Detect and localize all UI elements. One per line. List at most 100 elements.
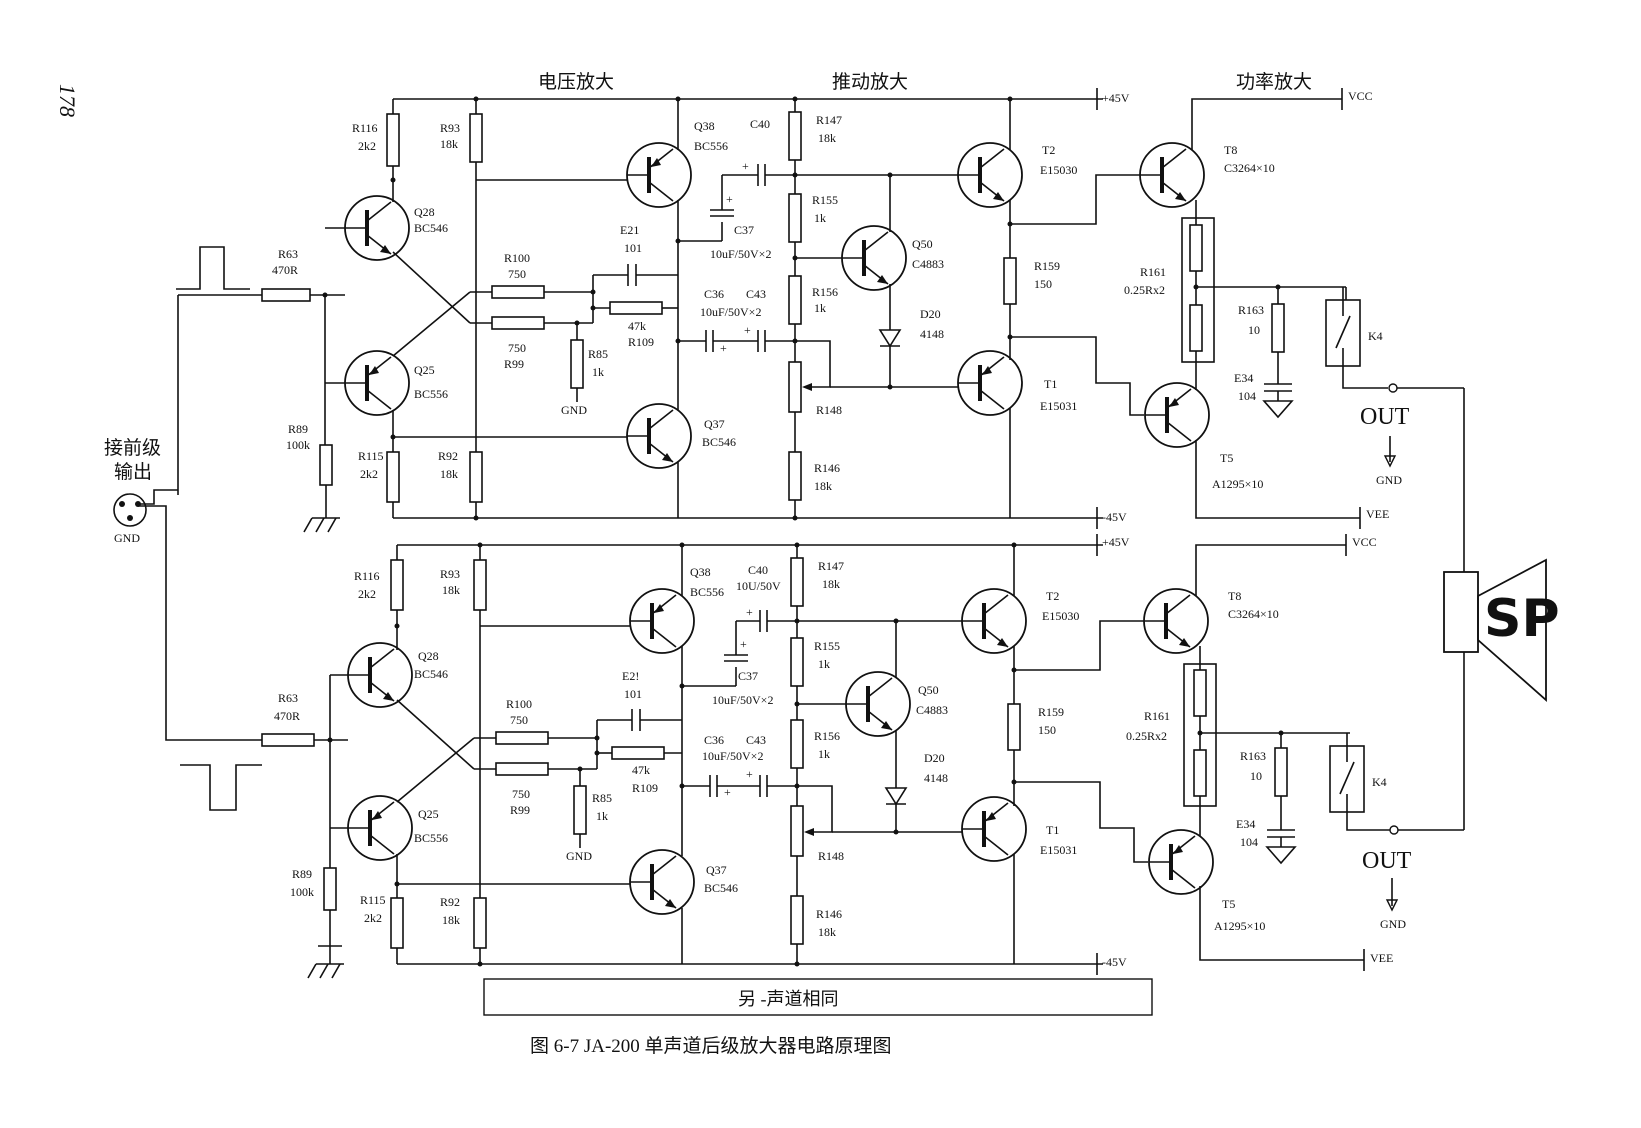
svg-text:T5: T5 (1222, 897, 1235, 911)
svg-text:R85: R85 (588, 347, 608, 361)
svg-text:R109: R109 (628, 335, 654, 349)
svg-text:+: + (742, 159, 749, 173)
section-power-amp: 功率放大 (1236, 71, 1312, 93)
svg-text:Q38: Q38 (694, 119, 715, 133)
svg-text:R92: R92 (438, 449, 458, 463)
svg-text:BC546: BC546 (704, 881, 738, 895)
svg-text:R147: R147 (818, 559, 844, 573)
svg-text:10U/50V: 10U/50V (736, 579, 781, 593)
svg-text:GND: GND (566, 849, 592, 863)
svg-text:C4883: C4883 (916, 703, 948, 717)
svg-text:+: + (740, 637, 747, 651)
svg-text:18k: 18k (442, 913, 460, 927)
svg-text:T1: T1 (1044, 377, 1057, 391)
svg-text:10uF/50V×2: 10uF/50V×2 (700, 305, 761, 319)
svg-text:R159: R159 (1038, 705, 1064, 719)
note-text: 另 -声道相同 (738, 989, 839, 1009)
svg-text:K4: K4 (1372, 775, 1387, 789)
svg-text:1k: 1k (818, 747, 830, 761)
svg-text:E15031: E15031 (1040, 843, 1077, 857)
svg-text:D20: D20 (924, 751, 945, 765)
svg-text:10uF/50V×2: 10uF/50V×2 (710, 247, 771, 261)
svg-text:1k: 1k (592, 365, 604, 379)
svg-text:2k2: 2k2 (358, 139, 376, 153)
svg-text:T5: T5 (1220, 451, 1233, 465)
svg-text:101: 101 (624, 687, 642, 701)
svg-text:150: 150 (1038, 723, 1056, 737)
svg-text:R93: R93 (440, 567, 460, 581)
svg-text:VEE: VEE (1370, 951, 1393, 965)
svg-text:1k: 1k (596, 809, 608, 823)
svg-text:E34: E34 (1234, 371, 1253, 385)
speaker: SP (1443, 388, 1560, 830)
svg-text:输出: 输出 (114, 461, 152, 483)
svg-text:1k: 1k (814, 301, 826, 315)
svg-text:R116: R116 (354, 569, 380, 583)
svg-text:BC556: BC556 (414, 387, 448, 401)
svg-text:R92: R92 (440, 895, 460, 909)
svg-text:10uF/50V×2: 10uF/50V×2 (712, 693, 773, 707)
input-connector: 接前级 输出 GND (104, 437, 179, 741)
svg-text:47k: 47k (632, 763, 650, 777)
svg-text:E15030: E15030 (1042, 609, 1079, 623)
svg-text:104: 104 (1240, 835, 1258, 849)
svg-text:10: 10 (1248, 323, 1260, 337)
svg-text:1k: 1k (814, 211, 826, 225)
svg-text:R156: R156 (814, 729, 840, 743)
svg-text:18k: 18k (818, 131, 836, 145)
svg-text:470R: 470R (274, 709, 300, 723)
svg-text:R148: R148 (816, 403, 842, 417)
svg-text:2k2: 2k2 (360, 467, 378, 481)
svg-text:R85: R85 (592, 791, 612, 805)
svg-text:C37: C37 (738, 669, 758, 683)
section-driver-amp: 推动放大 (832, 71, 908, 93)
svg-text:GND: GND (1380, 917, 1406, 931)
svg-text:R99: R99 (510, 803, 530, 817)
svg-text:R93: R93 (440, 121, 460, 135)
svg-text:Q37: Q37 (706, 863, 727, 877)
svg-text:R100: R100 (504, 251, 530, 265)
svg-text:+: + (720, 341, 727, 355)
svg-text:R156: R156 (812, 285, 838, 299)
svg-text:E15030: E15030 (1040, 163, 1077, 177)
svg-text:1k: 1k (818, 657, 830, 671)
svg-text:-45V: -45V (1102, 955, 1127, 969)
svg-text:0.25Rx2: 0.25Rx2 (1126, 729, 1167, 743)
svg-text:R116: R116 (352, 121, 378, 135)
svg-text:E21: E21 (620, 223, 639, 237)
svg-text:R161: R161 (1144, 709, 1170, 723)
svg-text:18k: 18k (442, 583, 460, 597)
svg-text:Q25: Q25 (414, 363, 435, 377)
svg-text:R147: R147 (816, 113, 842, 127)
svg-text:OUT: OUT (1360, 404, 1410, 430)
svg-text:C36: C36 (704, 287, 724, 301)
svg-text:R155: R155 (814, 639, 840, 653)
svg-text:R146: R146 (816, 907, 842, 921)
svg-text:D20: D20 (920, 307, 941, 321)
svg-text:+: + (746, 605, 753, 619)
svg-text:Q28: Q28 (418, 649, 439, 663)
svg-text:R63: R63 (278, 247, 298, 261)
svg-text:R146: R146 (814, 461, 840, 475)
svg-text:2k2: 2k2 (358, 587, 376, 601)
svg-text:R115: R115 (360, 893, 386, 907)
svg-text:Q37: Q37 (704, 417, 725, 431)
svg-text:750: 750 (512, 787, 530, 801)
svg-text:18k: 18k (818, 925, 836, 939)
svg-text:10: 10 (1250, 769, 1262, 783)
svg-text:A1295×10: A1295×10 (1212, 477, 1263, 491)
svg-text:BC546: BC546 (414, 667, 448, 681)
rail-neg45-top: -45V (1102, 510, 1127, 524)
svg-text:100k: 100k (290, 885, 314, 899)
svg-text:2k2: 2k2 (364, 911, 382, 925)
svg-text:SP: SP (1484, 589, 1560, 649)
svg-text:+45V: +45V (1102, 535, 1130, 549)
svg-text:18k: 18k (814, 479, 832, 493)
svg-text:C40: C40 (750, 117, 770, 131)
svg-text:+: + (744, 323, 751, 337)
svg-text:C4883: C4883 (912, 257, 944, 271)
svg-text:104: 104 (1238, 389, 1256, 403)
svg-text:150: 150 (1034, 277, 1052, 291)
svg-text:R115: R115 (358, 449, 384, 463)
svg-text:Q28: Q28 (414, 205, 435, 219)
